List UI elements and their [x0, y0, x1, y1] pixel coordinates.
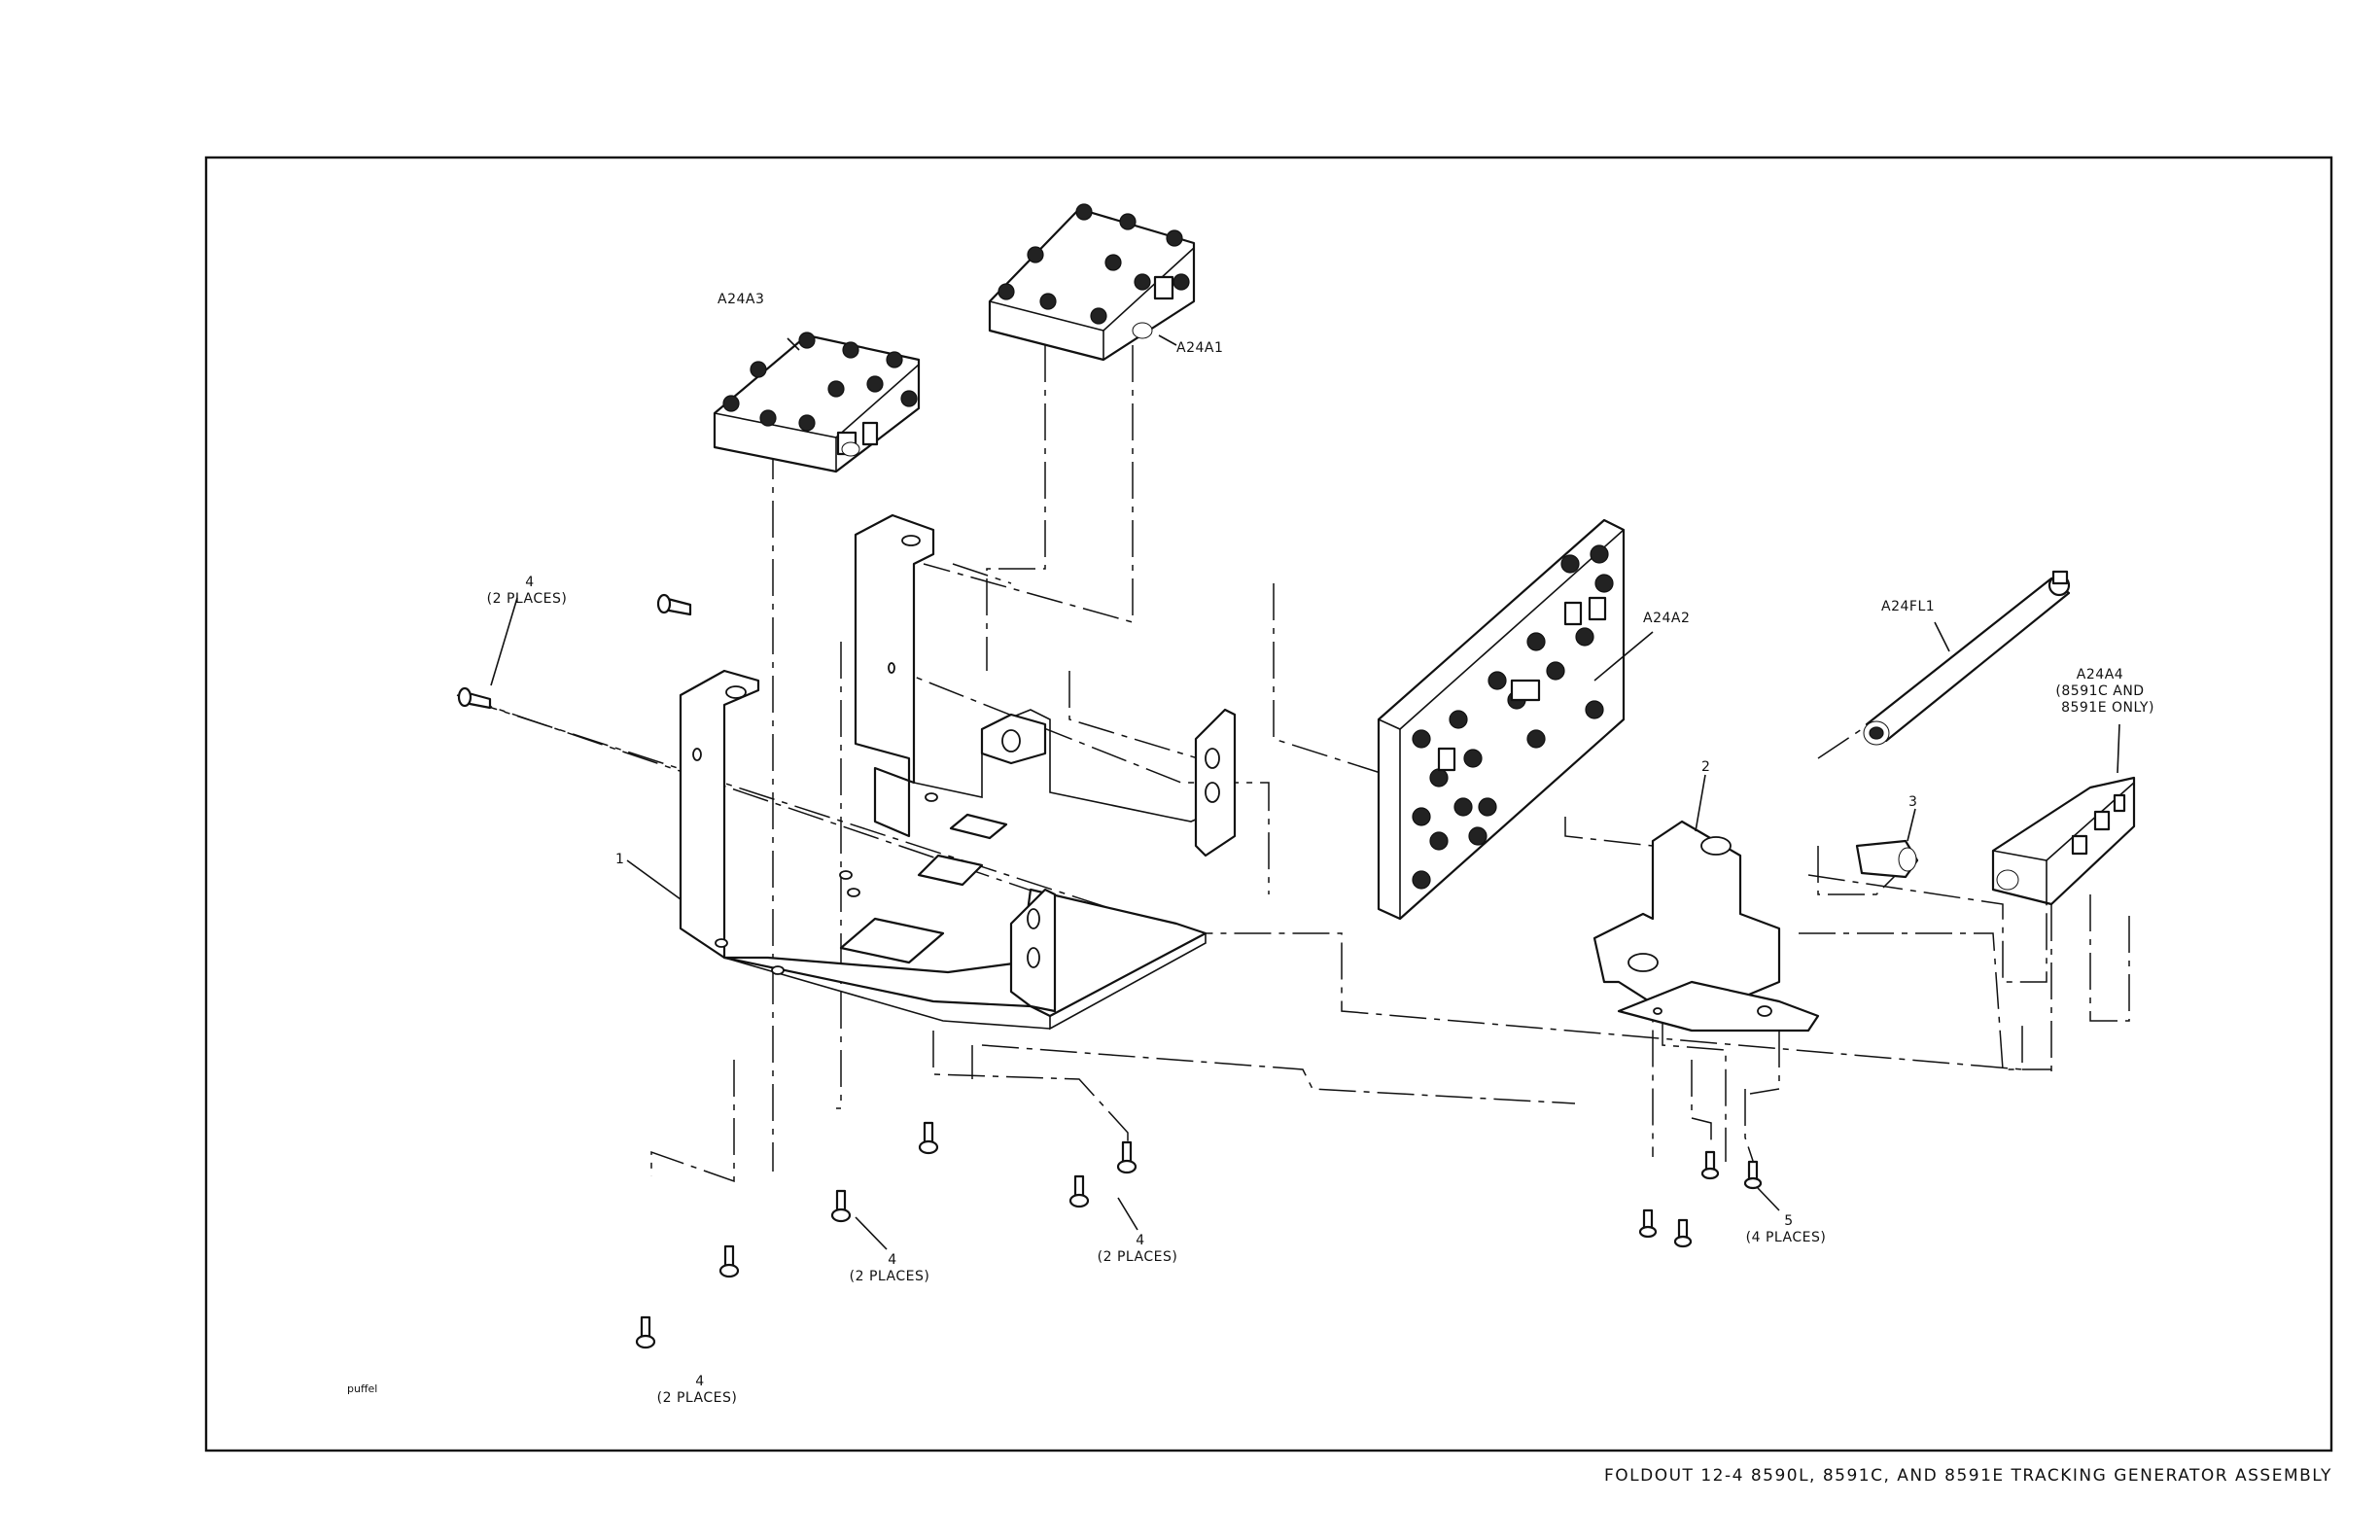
- label-a24a4-note2: 8591E ONLY): [2061, 700, 2154, 716]
- label-item4-left-places: (2 PLACES): [487, 591, 568, 607]
- label-item5-places: (4 PLACES): [1746, 1230, 1827, 1245]
- a24a2-panel: [1379, 520, 1624, 919]
- label-item3: 3: [1908, 794, 1917, 810]
- file-tag: puffel: [347, 1382, 377, 1395]
- label-item4-mid-num: 4: [888, 1252, 896, 1268]
- label-item4-right-places: (2 PLACES): [1098, 1249, 1178, 1265]
- label-item4-left-num: 4: [525, 575, 534, 590]
- foldout-caption: FOLDOUT 12-4 8590L, 8591C, AND 8591E TRA…: [1604, 1466, 2332, 1486]
- screw-item5-b: [1745, 1162, 1761, 1188]
- a24fl1-filter: [1864, 572, 2069, 745]
- label-a24a4-note1: (8591C AND: [2055, 683, 2144, 699]
- screw-item4-left-b: [459, 688, 490, 708]
- label-item5-num: 5: [1784, 1213, 1793, 1229]
- leader-lines: [491, 335, 2119, 1249]
- label-item2: 2: [1701, 759, 1710, 775]
- screw-item4-right-b: [1070, 1176, 1088, 1207]
- label-item4-bottom-places: (2 PLACES): [657, 1390, 738, 1406]
- screw-item4-left-a: [658, 595, 690, 614]
- screw-item4-right-a: [1118, 1142, 1136, 1172]
- screw-item5-d: [1675, 1220, 1691, 1246]
- label-item4-bottom-num: 4: [695, 1374, 704, 1389]
- screw-item5-c: [1640, 1210, 1656, 1237]
- label-item1: 1: [615, 852, 624, 867]
- label-a24fl1: A24FL1: [1881, 599, 1935, 614]
- item2-bracket: [1594, 822, 1818, 1031]
- label-a24a3: A24A3: [718, 292, 764, 307]
- label-item4-right-num: 4: [1136, 1233, 1144, 1248]
- label-a24a1: A24A1: [1176, 340, 1223, 356]
- label-item4-mid-places: (2 PLACES): [850, 1269, 930, 1284]
- screw-item4-bottom-a: [720, 1246, 738, 1277]
- item3-standoff: [1857, 841, 1917, 877]
- screw-item4-mid-b: [832, 1191, 850, 1221]
- a24a1-module: [990, 204, 1194, 360]
- label-a24a2: A24A2: [1643, 611, 1690, 626]
- label-a24a4: A24A4: [2077, 667, 2123, 682]
- main-bracket: [681, 515, 1235, 1029]
- a24a3-module: [715, 332, 919, 472]
- screw-item4-bottom-b: [637, 1317, 654, 1348]
- screw-item5-a: [1702, 1152, 1718, 1178]
- screw-item4-mid-a: [920, 1123, 937, 1153]
- a24a4-block: [1993, 778, 2134, 904]
